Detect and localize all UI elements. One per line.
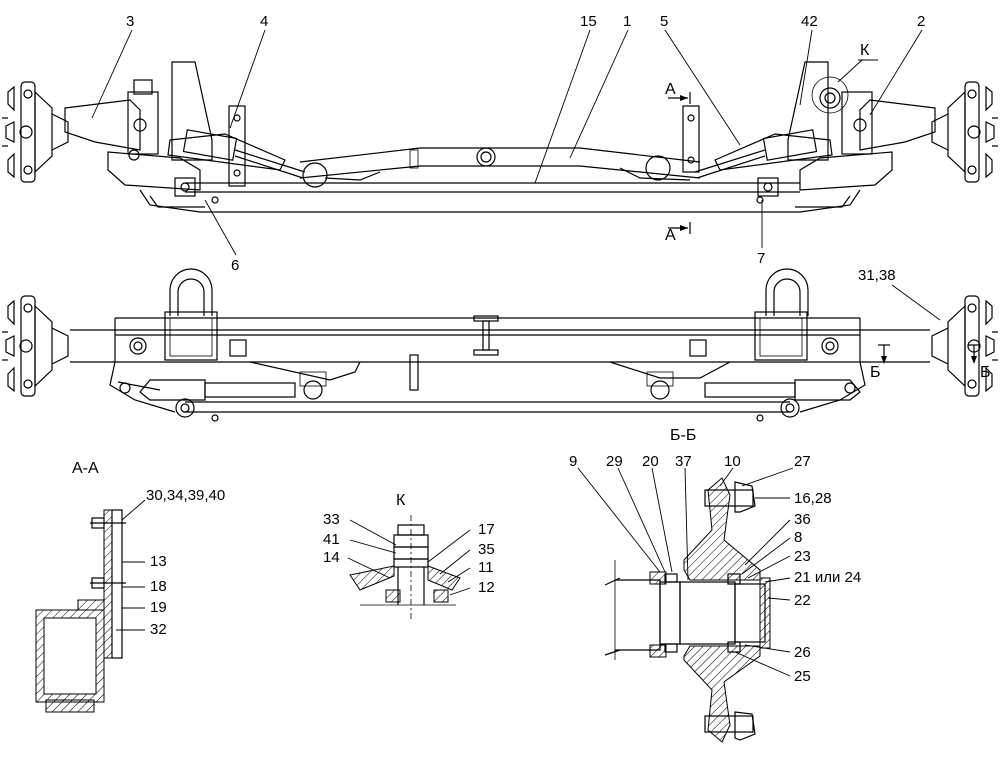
section-aa: А-А 30,34,39,40 13 18 19 32: [35, 460, 225, 713]
top-view-callouts: 3 4 15 1 5 42 К 2 6 7: [126, 13, 925, 274]
callout-3: 3: [126, 13, 134, 30]
spindle-section: [615, 579, 661, 651]
bracket-plate-section: [103, 509, 113, 659]
callout-2: 2: [917, 13, 925, 30]
right-cylinder-bottom: [646, 371, 861, 401]
callout-41: 41: [323, 531, 340, 548]
section-b-label-left: Б: [870, 364, 881, 381]
callout-21-or-24: 21 или 24: [794, 569, 861, 586]
bottom-view: [1, 268, 999, 422]
top-view-leaders: [91, 29, 923, 256]
left-bracket-plate: [171, 61, 213, 161]
hub-body-upper: [683, 477, 761, 581]
top-view: [1, 61, 999, 213]
tie-rod-bottom: [175, 398, 800, 422]
callout-14: 14: [323, 549, 340, 566]
callout-20: 20: [642, 453, 659, 470]
callout-26: 26: [794, 644, 811, 661]
left-wheel-hub-top: [1, 81, 69, 183]
callout-37: 37: [675, 453, 692, 470]
section-aa-title: А-А: [72, 460, 99, 477]
callout-30-34-39-40: 30,34,39,40: [146, 487, 225, 504]
callout-23: 23: [794, 548, 811, 565]
callout-29: 29: [606, 453, 623, 470]
callout-9: 9: [569, 453, 577, 470]
callout-6: 6: [231, 257, 239, 274]
callout-42: 42: [801, 13, 818, 30]
section-bb-title: Б-Б: [670, 427, 696, 444]
callout-35: 35: [478, 541, 495, 558]
right-u-bolt: [765, 268, 809, 316]
square-tube-section: [35, 609, 105, 703]
callout-8: 8: [794, 529, 802, 546]
section-b-markers: Б Б: [870, 344, 991, 381]
section-a-label-bottom: А: [665, 227, 676, 244]
right-wheel-hub-bottom: [931, 295, 999, 397]
center-i-beam: [409, 315, 499, 391]
callout-10: 10: [724, 453, 741, 470]
callout-12: 12: [478, 579, 495, 596]
left-wheel-hub-bottom: [1, 295, 69, 397]
callout-31-38: 31,38: [858, 267, 896, 284]
wheel-bolt-upper: [704, 489, 754, 507]
callout-25: 25: [794, 668, 811, 685]
callout-k: К: [860, 42, 870, 59]
callout-13: 13: [150, 553, 167, 570]
callout-32: 32: [150, 621, 167, 638]
callout-1: 1: [623, 13, 631, 30]
hub-body-lower: [683, 645, 761, 743]
right-steering-knuckle: [859, 99, 936, 151]
callout-16-28: 16,28: [794, 490, 832, 507]
section-bb: Б-Б 9: [569, 427, 861, 743]
axle-beam-bottom: [70, 311, 930, 363]
section-a-label-top: А: [665, 81, 676, 98]
callout-27: 27: [794, 453, 811, 470]
left-cylinder-bottom: [117, 371, 327, 401]
detail-k: К 33 41 14 17 35 11 12: [323, 492, 495, 620]
left-u-bolt: [169, 268, 213, 316]
knuckle-arm-section: [349, 565, 395, 591]
right-bracket-plate: [787, 61, 829, 161]
inner-bearing: [659, 581, 681, 645]
detail-k-title: К: [396, 492, 406, 509]
tie-rod-top: [174, 177, 800, 197]
callout-11: 11: [478, 559, 494, 576]
left-steering-knuckle: [64, 99, 141, 151]
section-b-label-right: Б: [980, 364, 991, 381]
callout-18: 18: [150, 578, 167, 595]
callout-7: 7: [757, 250, 765, 267]
callout-36: 36: [794, 511, 811, 528]
callout-5: 5: [660, 13, 668, 30]
callout-33: 33: [323, 511, 340, 528]
section-a-markers: А А: [665, 81, 691, 244]
right-wheel-hub-top: [931, 81, 999, 183]
right-steering-cylinder: [645, 129, 833, 181]
detail-k-circle: [811, 76, 849, 114]
callout-15: 15: [580, 13, 597, 30]
callout-22: 22: [794, 592, 811, 609]
callout-4: 4: [260, 13, 268, 30]
axle-beam-top: [299, 147, 701, 163]
callout-17: 17: [478, 521, 495, 538]
callout-19: 19: [150, 599, 167, 616]
